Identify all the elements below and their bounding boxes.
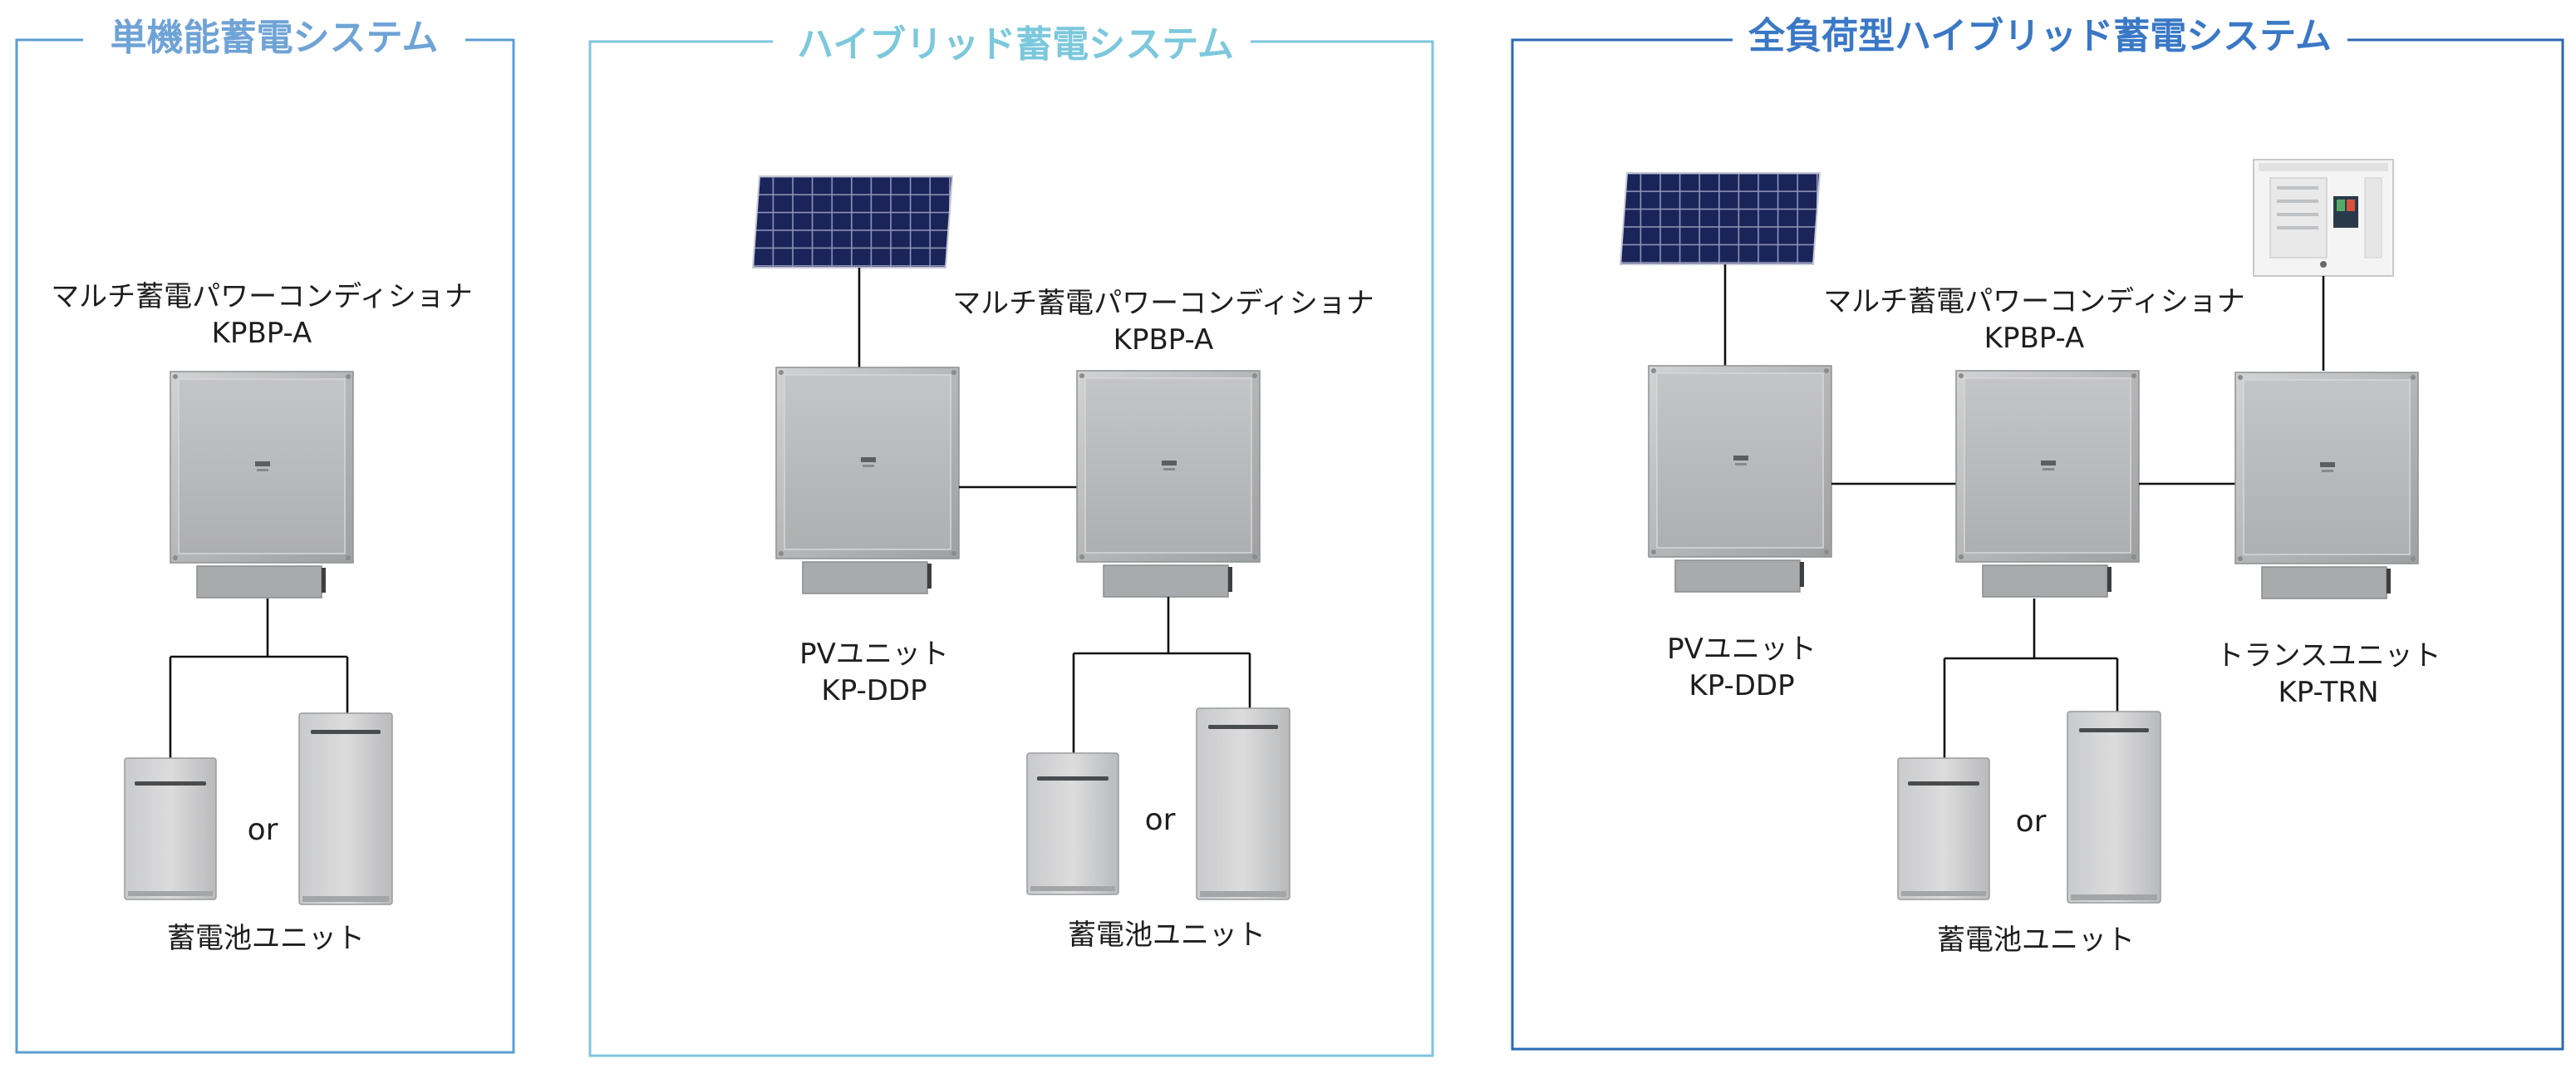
or-text: or bbox=[1145, 803, 1176, 837]
distribution-board bbox=[2253, 159, 2394, 277]
system-frame bbox=[1511, 38, 2564, 1051]
battery-unit-small bbox=[124, 757, 217, 900]
pv-label-line1: PVユニット bbox=[1667, 633, 1816, 666]
pv-label-line1: PVユニット bbox=[799, 638, 949, 671]
system-frame bbox=[588, 40, 1434, 1057]
pv-label-line2: KP-DDP bbox=[821, 674, 927, 707]
system-hybrid: ハイブリッド蓄電システム PVユニット KP-DDP マルチ蓄電パワーコンディシ… bbox=[588, 23, 1434, 1057]
battery-label: 蓄電池ユニット bbox=[167, 922, 365, 955]
pcs-label-line2: KPBP-A bbox=[1984, 322, 2085, 355]
or-text: or bbox=[2016, 805, 2047, 839]
battery-unit-tall bbox=[1196, 707, 1290, 900]
trans-unit bbox=[2234, 372, 2419, 599]
battery-unit-tall bbox=[298, 712, 393, 905]
battery-label: 蓄電池ユニット bbox=[1937, 924, 2135, 957]
power-conditioner-unit bbox=[1955, 370, 2140, 598]
connection-wire bbox=[1943, 599, 2119, 765]
pcs-label-line2: KPBP-A bbox=[1113, 323, 1214, 357]
battery-unit-tall bbox=[2067, 711, 2161, 904]
solar-panel bbox=[1620, 172, 1821, 265]
system-single-function: 単機能蓄電システム マルチ蓄電パワーコンディショナ KPBP-A or 蓄電池ユ… bbox=[15, 17, 515, 1054]
power-conditioner-unit bbox=[170, 371, 354, 599]
pcs-label-line1: マルチ蓄電パワーコンディショナ bbox=[1823, 285, 2245, 318]
power-conditioner-unit bbox=[1076, 370, 1261, 598]
or-text: or bbox=[248, 813, 278, 847]
system-title: 全負荷型ハイブリッド蓄電システム bbox=[1748, 15, 2332, 57]
system-whole-load-hybrid: 全負荷型ハイブリッド蓄電システム PVユニット KP-DDP マルチ蓄電パワーコ… bbox=[1511, 15, 2564, 1051]
connection-wire bbox=[1072, 597, 1251, 760]
battery-unit-small bbox=[1897, 757, 1990, 900]
pcs-label-line2: KPBP-A bbox=[212, 317, 312, 350]
system-frame bbox=[15, 38, 515, 1054]
connection-wire bbox=[169, 599, 349, 766]
trans-label-line2: KP-TRN bbox=[2278, 676, 2378, 709]
pcs-label-line1: マルチ蓄電パワーコンディショナ bbox=[952, 287, 1374, 320]
system-title: 単機能蓄電システム bbox=[111, 17, 439, 59]
system-title: ハイブリッド蓄電システム bbox=[797, 23, 1234, 66]
pv-label-line2: KP-DDP bbox=[1689, 669, 1794, 702]
battery-label: 蓄電池ユニット bbox=[1068, 919, 1266, 952]
pv-unit bbox=[1648, 365, 1832, 593]
trans-label-line1: トランスユニット bbox=[2215, 639, 2441, 672]
pcs-label-line1: マルチ蓄電パワーコンディショナ bbox=[51, 280, 473, 313]
solar-panel bbox=[752, 175, 953, 268]
pv-unit bbox=[775, 367, 960, 594]
battery-unit-small bbox=[1026, 752, 1119, 895]
